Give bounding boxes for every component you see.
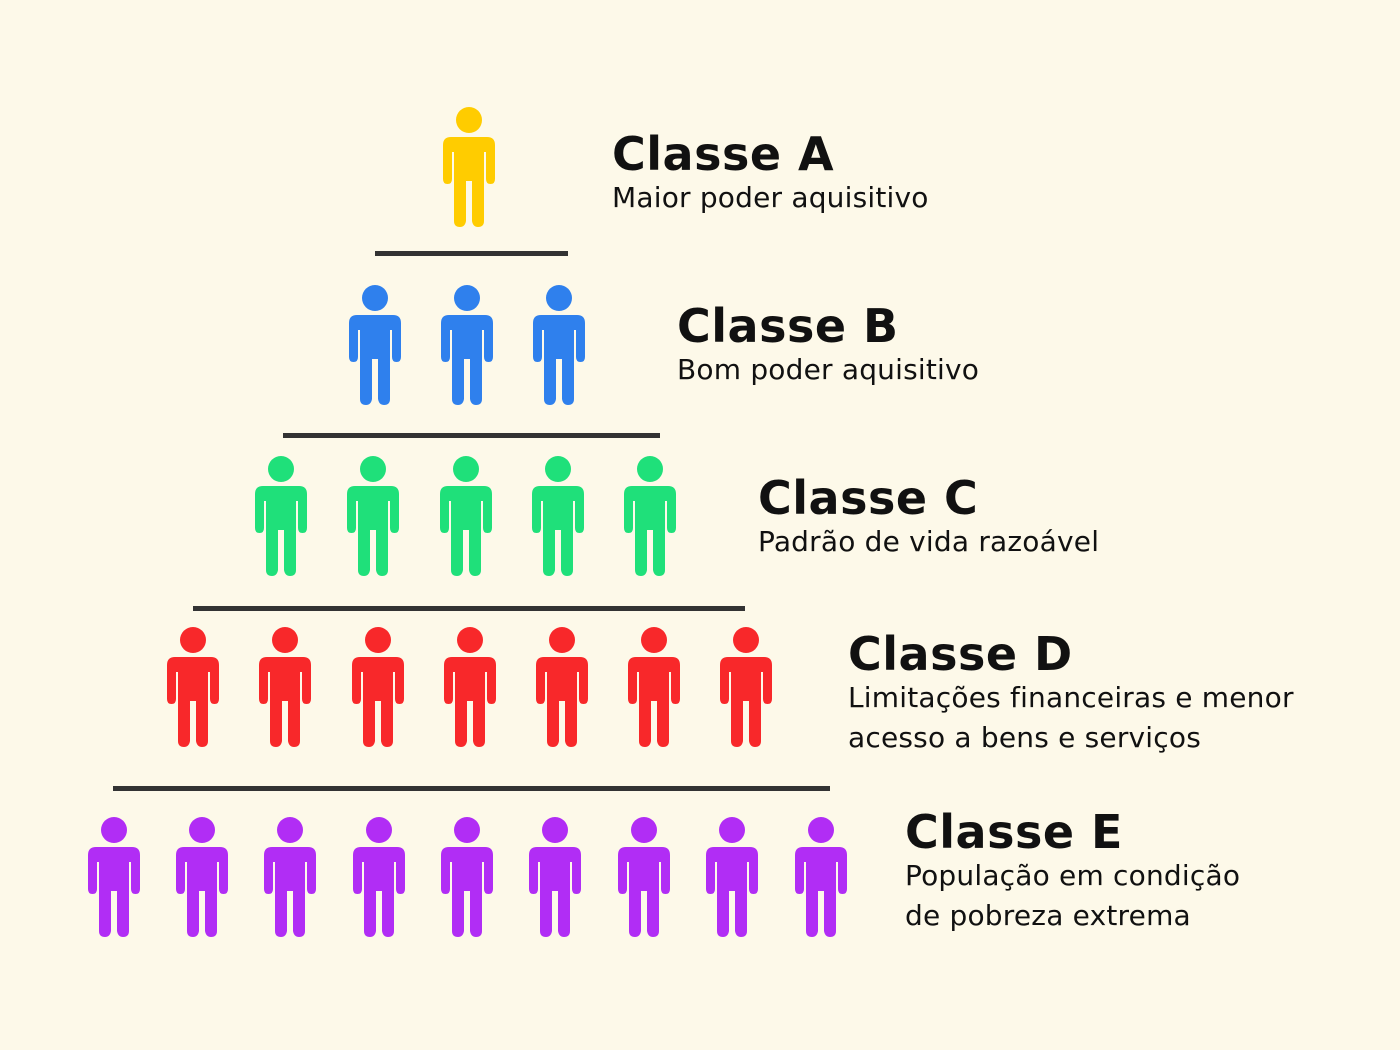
person-icon (353, 817, 405, 937)
class-divider-line (113, 786, 830, 791)
person-icon (440, 456, 492, 576)
person-icon (167, 627, 219, 747)
class-description: Bom poder aquisitivo (677, 353, 980, 386)
class-title: Classe A (612, 127, 835, 181)
person-icon (264, 817, 316, 937)
person-icon (441, 285, 493, 405)
person-icon (529, 817, 581, 937)
person-icon (441, 817, 493, 937)
class-divider-line (193, 606, 745, 611)
person-icon (795, 817, 847, 937)
person-icon (443, 107, 495, 227)
class-title: Classe D (848, 627, 1073, 681)
class-description: Maior poder aquisitivo (612, 181, 929, 214)
class-divider-line (283, 433, 660, 438)
person-icon (624, 456, 676, 576)
person-icon (706, 817, 758, 937)
class-description: acesso a bens e serviços (848, 721, 1201, 754)
person-icon (628, 627, 680, 747)
person-icon (444, 627, 496, 747)
person-icon (176, 817, 228, 937)
class-title: Classe B (677, 299, 899, 353)
person-icon (618, 817, 670, 937)
class-description: Limitações financeiras e menor (848, 681, 1294, 714)
person-icon (259, 627, 311, 747)
person-icon (88, 817, 140, 937)
person-icon (349, 285, 401, 405)
person-icon (720, 627, 772, 747)
person-icon (532, 456, 584, 576)
person-icon (255, 456, 307, 576)
class-title: Classe C (758, 471, 979, 525)
person-icon (536, 627, 588, 747)
class-title: Classe E (905, 805, 1123, 859)
class-description: Padrão de vida razoável (758, 525, 1100, 558)
person-icon (352, 627, 404, 747)
class-description: População em condição (905, 859, 1241, 892)
person-icon (533, 285, 585, 405)
class-description: de pobreza extrema (905, 899, 1191, 932)
person-icon (347, 456, 399, 576)
class-divider-line (375, 251, 568, 256)
